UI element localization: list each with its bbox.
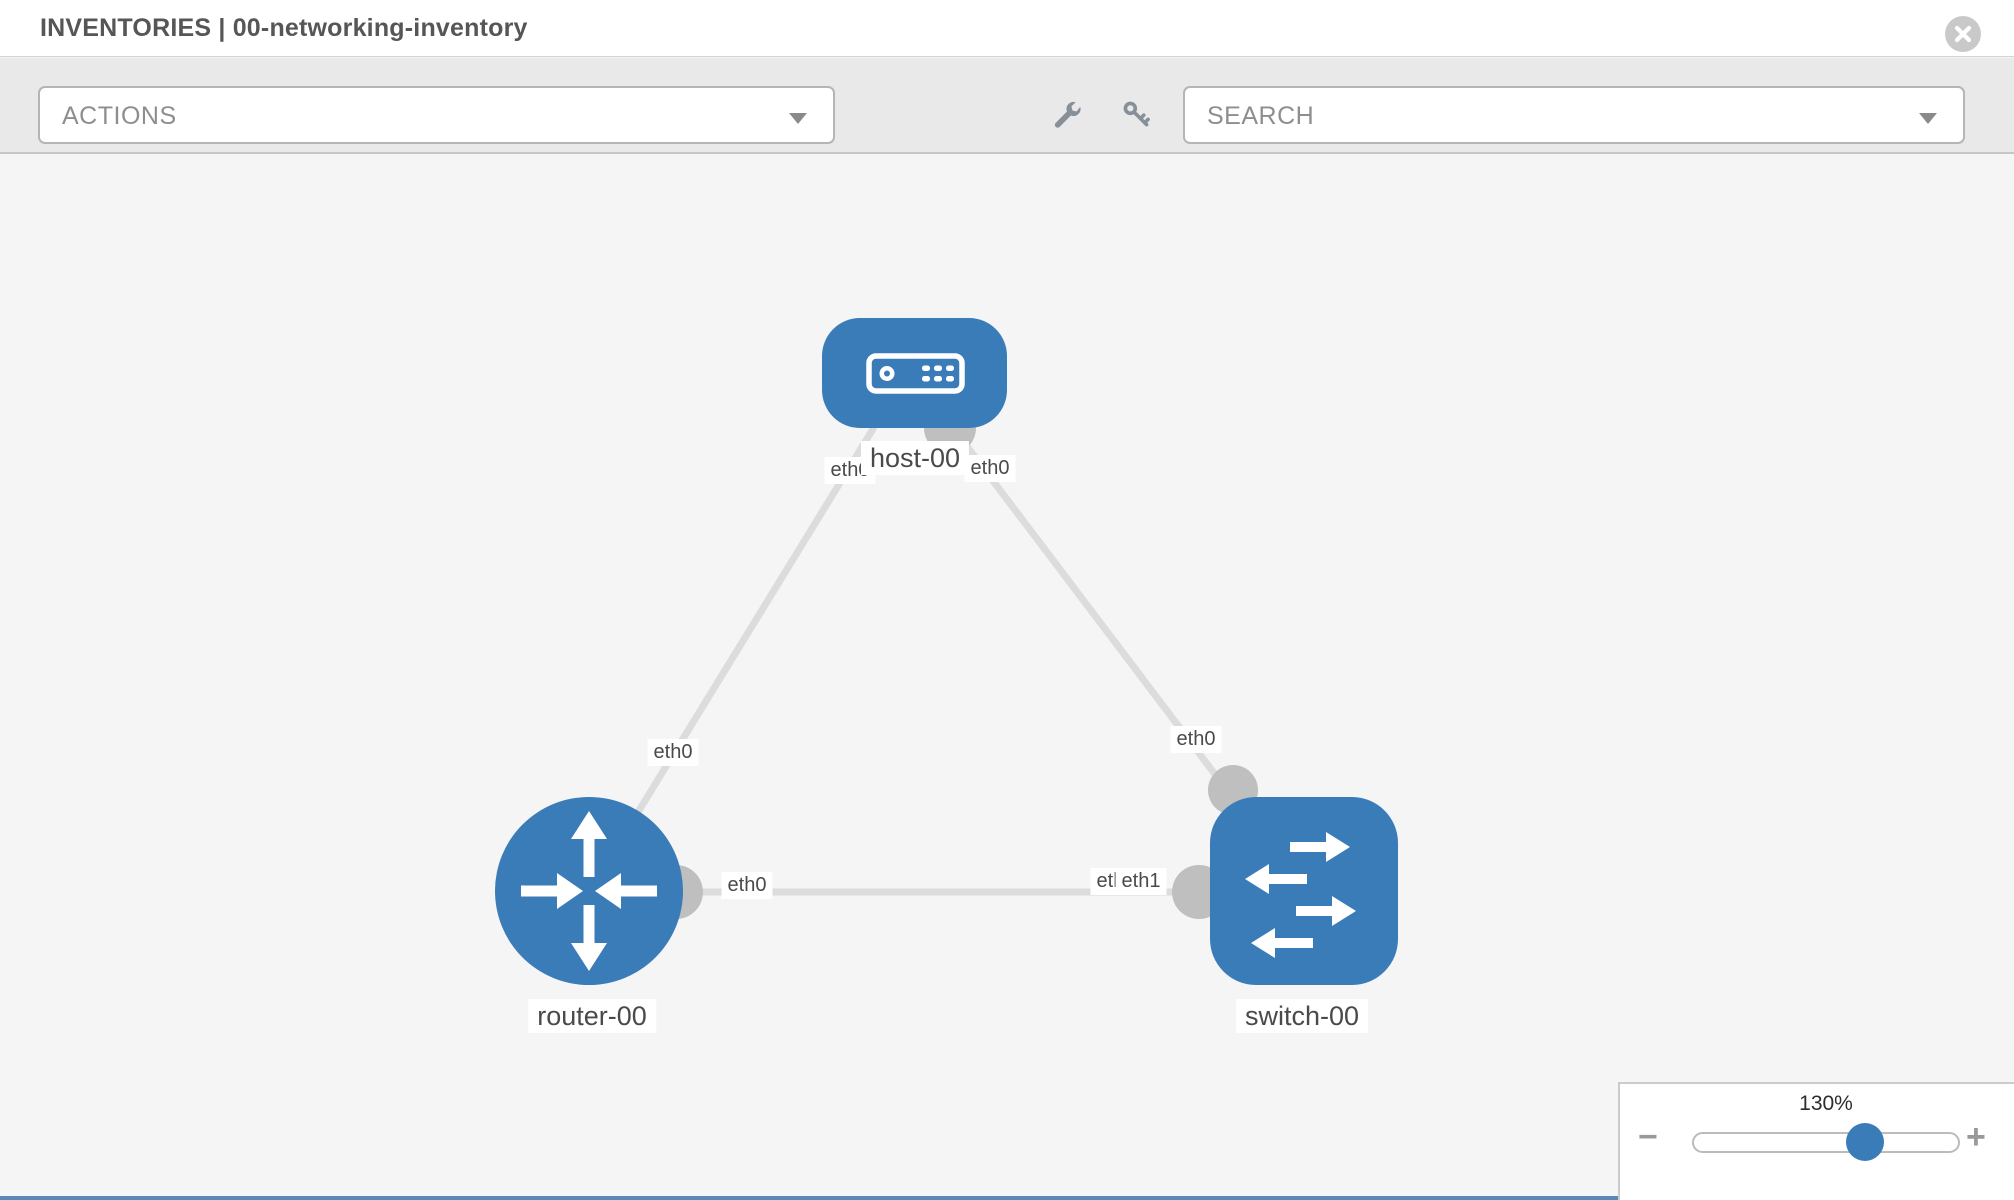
- router-icon: [521, 811, 657, 971]
- node-label-switch: switch-00: [1235, 999, 1369, 1033]
- zoom-level-value: 130%: [1799, 1092, 1853, 1115]
- chevron-down-icon: [789, 113, 807, 124]
- page-title: INVENTORIES | 00-networking-inventory: [40, 14, 528, 42]
- node-label-router: router-00: [528, 999, 656, 1033]
- zoom-control-panel: 130% − +: [1618, 1082, 2014, 1200]
- wrench-icon: [1054, 101, 1081, 128]
- zoom-out-button[interactable]: −: [1638, 1118, 1658, 1156]
- interface-label: eth0: [647, 739, 699, 766]
- configure-button[interactable]: [1038, 86, 1096, 144]
- bottom-panel-edge: [0, 1196, 1618, 1200]
- credentials-button[interactable]: [1108, 86, 1166, 144]
- switch-icon: [1245, 832, 1356, 958]
- node-host-00[interactable]: [822, 318, 1007, 428]
- interface-label: eth0: [1170, 726, 1222, 753]
- host-icon: [866, 353, 965, 394]
- toolbar: ACTIONS SEARCH: [0, 58, 2014, 154]
- interface-label: eth0: [721, 872, 773, 899]
- close-icon: [1954, 25, 1972, 43]
- topology-canvas[interactable]: eth0 eth0 host-00 eth0 eth0 eth0 eth0 et…: [0, 156, 2014, 1200]
- zoom-in-button[interactable]: +: [1966, 1118, 1986, 1156]
- zoom-slider-thumb[interactable]: [1845, 1123, 1884, 1161]
- search-dropdown-label: SEARCH: [1207, 102, 1315, 130]
- actions-dropdown[interactable]: ACTIONS: [38, 86, 835, 144]
- interface-label: eth1: [1115, 868, 1167, 895]
- header: INVENTORIES | 00-networking-inventory: [0, 0, 2014, 57]
- zoom-slider-track[interactable]: [1692, 1132, 1960, 1153]
- actions-dropdown-label: ACTIONS: [62, 102, 177, 130]
- search-dropdown[interactable]: SEARCH: [1183, 86, 1965, 144]
- node-router-00[interactable]: [495, 797, 683, 985]
- node-label-host: host-00: [860, 441, 970, 475]
- close-button[interactable]: [1945, 16, 1981, 52]
- node-switch-00[interactable]: [1210, 797, 1398, 985]
- key-icon: [1123, 101, 1150, 127]
- chevron-down-icon: [1919, 113, 1937, 124]
- interface-label: eth0: [964, 455, 1016, 482]
- links-layer: [585, 402, 1308, 919]
